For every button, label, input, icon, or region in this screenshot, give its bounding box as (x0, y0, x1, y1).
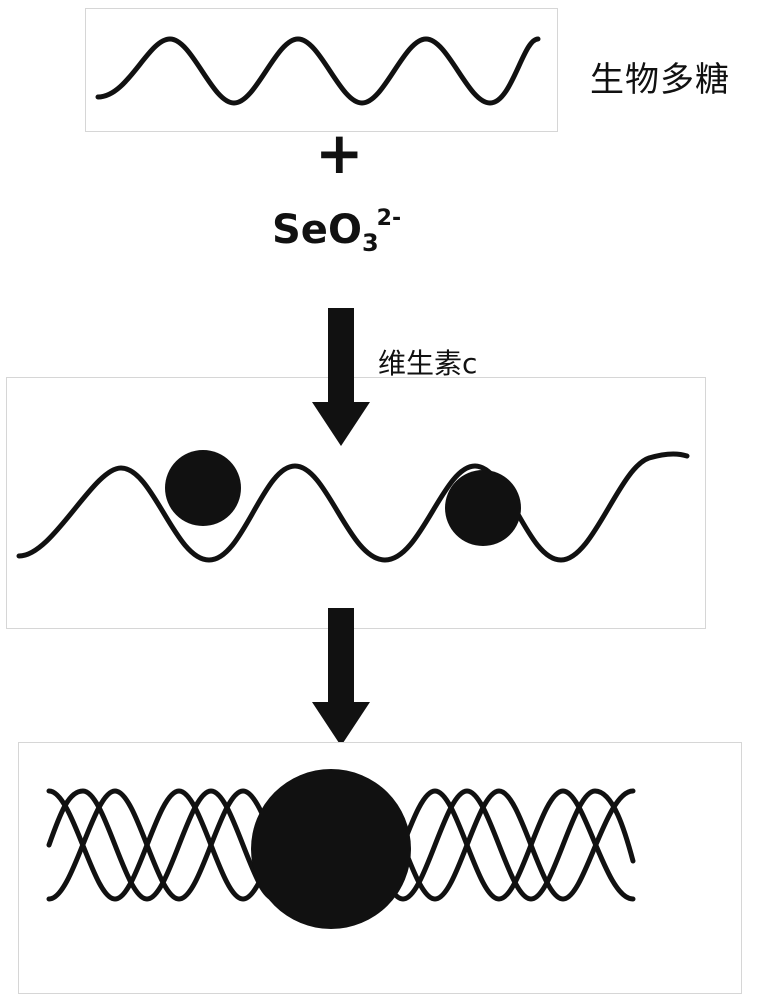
polysaccharide-helix (46, 769, 636, 929)
plus-sign: + (315, 119, 364, 187)
down-arrow-icon (312, 608, 370, 746)
selenium-nanoparticle-left (165, 450, 241, 526)
down-arrow-icon (312, 308, 370, 446)
selenite-charge: 2- (376, 206, 402, 231)
polysaccharide-label: 生物多糖 (590, 60, 730, 100)
polysaccharide-chain (95, 36, 541, 106)
selenium-nanoparticle-right (445, 470, 521, 546)
selenite-base: SeO (272, 207, 362, 253)
chain-with-nanoparticles (16, 450, 690, 563)
polysaccharide-panel (85, 8, 558, 132)
assembly-panel (18, 742, 742, 994)
vitamin-c-label: 维生素c (378, 347, 478, 380)
selenium-nanoparticle-core (251, 769, 411, 929)
selenite-subscript: 3 (361, 229, 379, 257)
selenite-formula: SeO32- (272, 207, 401, 256)
